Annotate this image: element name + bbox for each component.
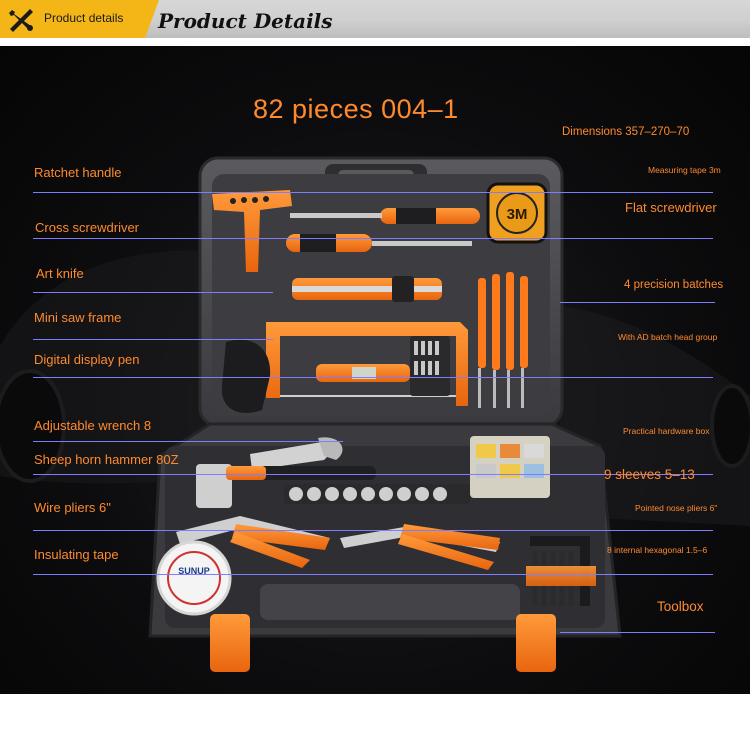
label-flat-screwdriver: Flat screwdriver bbox=[625, 200, 717, 215]
guide-line bbox=[33, 238, 713, 239]
precision-screwdrivers bbox=[478, 272, 528, 408]
tools-icon bbox=[9, 9, 33, 32]
art-knife bbox=[292, 276, 442, 302]
guide-line bbox=[33, 339, 273, 340]
tag-label: Product details bbox=[44, 11, 124, 25]
label-pointed-pliers: Pointed nose pliers 6" bbox=[635, 503, 718, 513]
label-batch-head-group: With AD batch head group bbox=[618, 332, 718, 342]
sockets-row bbox=[284, 484, 470, 504]
ratchet-handle bbox=[212, 190, 292, 272]
tape-roll-brand-text: SUNUP bbox=[178, 566, 210, 576]
screwdriver-handle bbox=[221, 339, 271, 413]
toolkit-illustration: 3M bbox=[0, 156, 750, 672]
guide-line bbox=[33, 292, 273, 293]
sheep-horn-hammer bbox=[196, 464, 376, 508]
tape-brand-text: 3M bbox=[507, 206, 528, 223]
guide-line bbox=[560, 302, 715, 303]
label-hammer: Sheep horn hammer 80Z bbox=[34, 452, 179, 467]
label-hardware-box: Practical hardware box bbox=[623, 426, 710, 436]
guide-line bbox=[33, 474, 713, 475]
guide-line bbox=[33, 192, 713, 193]
header: Product details Product Details bbox=[0, 0, 750, 44]
guide-line bbox=[33, 441, 343, 442]
guide-line bbox=[33, 530, 713, 531]
hardware-box bbox=[470, 436, 550, 498]
label-dimensions: Dimensions 357–270–70 bbox=[562, 126, 690, 138]
label-precision-batches: 4 precision batches bbox=[624, 279, 724, 291]
label-toolbox: Toolbox bbox=[657, 599, 704, 614]
insulating-tape-roll: SUNUP bbox=[156, 540, 232, 616]
label-hexagonal: 8 internal hexagonal 1.5–6 bbox=[607, 545, 708, 555]
label-cross-screwdriver: Cross screwdriver bbox=[35, 220, 140, 235]
label-saw-frame: Mini saw frame bbox=[34, 310, 122, 325]
batch-head-group bbox=[410, 336, 450, 396]
product-photo: 3M bbox=[0, 46, 750, 694]
label-wrench: Adjustable wrench 8 bbox=[34, 418, 152, 433]
label-wire-pliers: Wire pliers 6" bbox=[34, 500, 111, 515]
label-measuring-tape: Measuring tape 3m bbox=[648, 165, 721, 175]
label-insulating-tape: Insulating tape bbox=[34, 547, 119, 562]
label-art-knife: Art knife bbox=[36, 266, 84, 281]
digital-display-pen bbox=[316, 364, 410, 382]
guide-line bbox=[33, 574, 713, 575]
background-car bbox=[0, 250, 750, 526]
label-display-pen: Digital display pen bbox=[34, 352, 140, 367]
label-sleeves: 9 sleeves 5–13 bbox=[604, 467, 695, 482]
hex-keys bbox=[526, 536, 596, 606]
adjustable-wrench bbox=[250, 437, 343, 470]
measuring-tape: 3M bbox=[486, 182, 548, 244]
guide-line bbox=[33, 377, 713, 378]
label-ratchet-handle: Ratchet handle bbox=[34, 165, 122, 180]
product-details-tag: Product details bbox=[0, 0, 159, 38]
guide-line bbox=[560, 632, 715, 633]
page-title: Product Details bbox=[158, 9, 333, 33]
headline: 82 pieces 004–1 bbox=[253, 94, 459, 124]
